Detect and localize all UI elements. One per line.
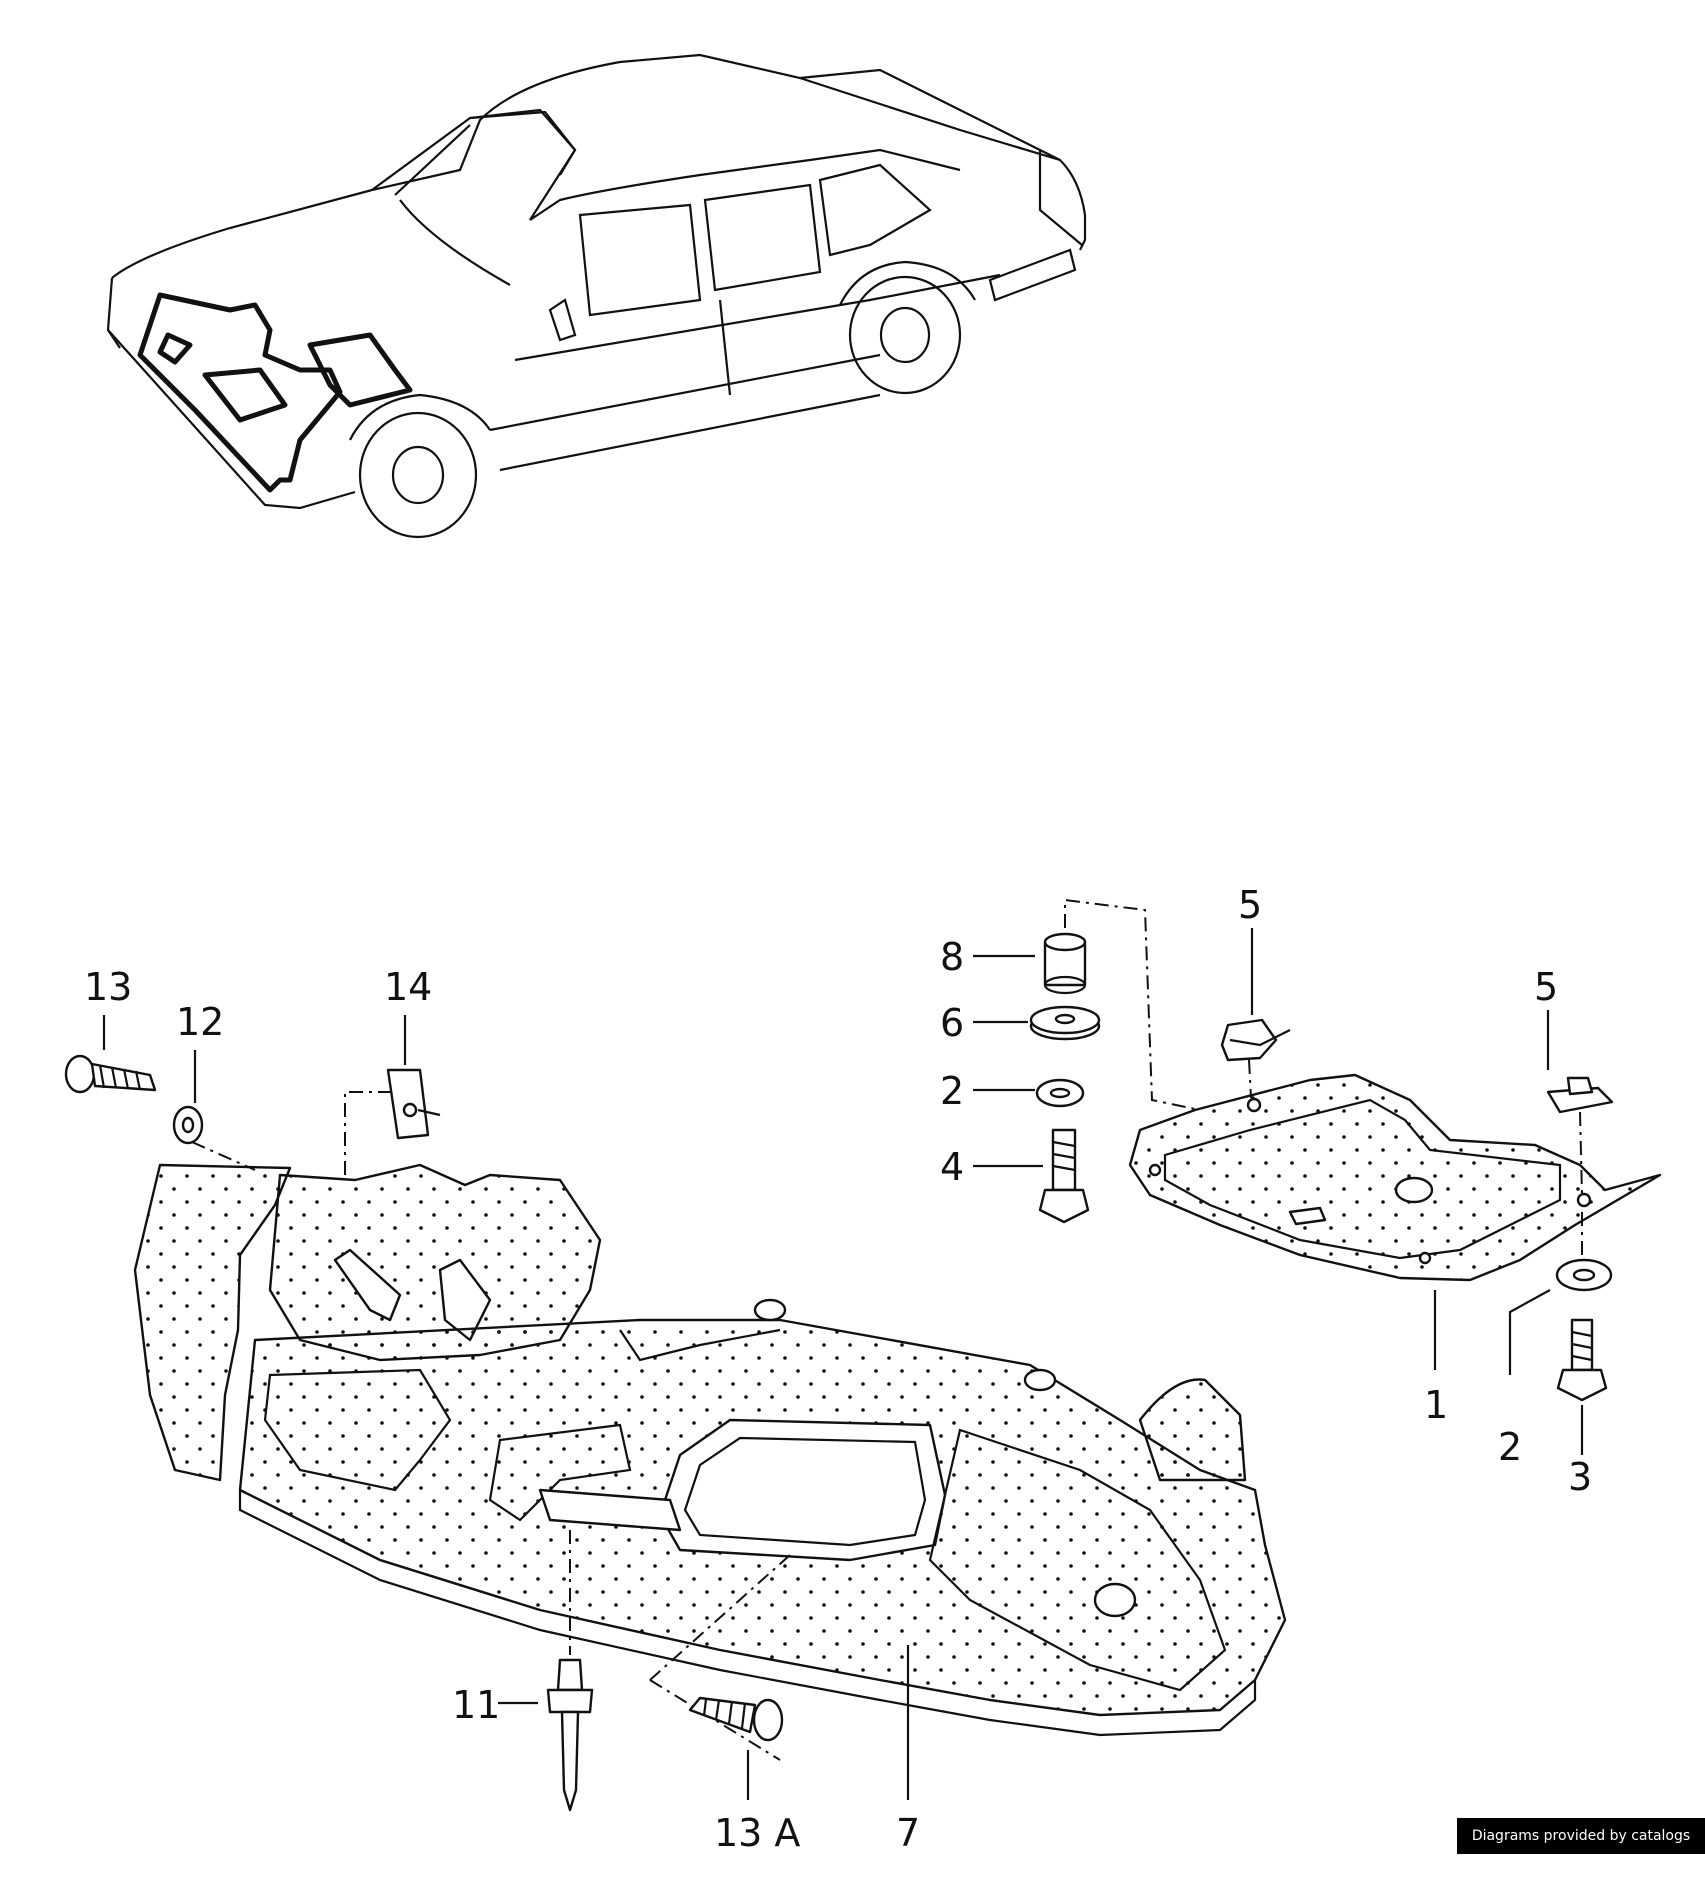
clip-5-right	[1546, 1076, 1614, 1114]
bolt-3	[1556, 1318, 1608, 1402]
credit-banner: Diagrams provided by catalogs parts	[1457, 1818, 1705, 1880]
clip-5-left	[1220, 1018, 1291, 1062]
callout-5-left: 5	[1238, 883, 1262, 927]
bolt-4	[1038, 1128, 1090, 1224]
callout-4: 4	[940, 1145, 964, 1189]
car-illustration	[106, 53, 1087, 539]
screw-13a	[688, 1696, 784, 1742]
screw-13	[64, 1054, 157, 1094]
callout-1: 1	[1424, 1383, 1448, 1427]
washer-2-upper	[1035, 1078, 1085, 1108]
rivet-11	[546, 1658, 594, 1812]
washer-12	[172, 1105, 204, 1145]
callout-6: 6	[940, 1001, 964, 1045]
underbody-guard-front	[133, 1163, 1287, 1761]
callout-14: 14	[384, 965, 432, 1009]
spacer-8	[1043, 932, 1087, 995]
washer-2-lower	[1555, 1258, 1613, 1292]
callout-2-upper: 2	[940, 1069, 964, 1113]
callout-13a: 13 A	[714, 1811, 800, 1854]
callout-labels: 13 12 14 8 6 2 4 5 5 1 2 3 11 13 A 7	[84, 883, 1592, 1854]
clip-nut-14	[386, 1068, 441, 1140]
leader-lines	[102, 928, 1584, 1800]
callout-7: 7	[896, 1811, 920, 1854]
callout-12: 12	[176, 1000, 224, 1044]
callout-5-right: 5	[1534, 965, 1558, 1009]
callout-2-lower: 2	[1498, 1425, 1522, 1469]
callout-11: 11	[452, 1683, 500, 1727]
bushing-6	[1029, 1005, 1101, 1041]
callout-8: 8	[940, 935, 964, 979]
underbody-guard-rear	[1128, 1073, 1662, 1282]
callout-3: 3	[1568, 1455, 1592, 1499]
callout-13: 13	[84, 965, 132, 1009]
